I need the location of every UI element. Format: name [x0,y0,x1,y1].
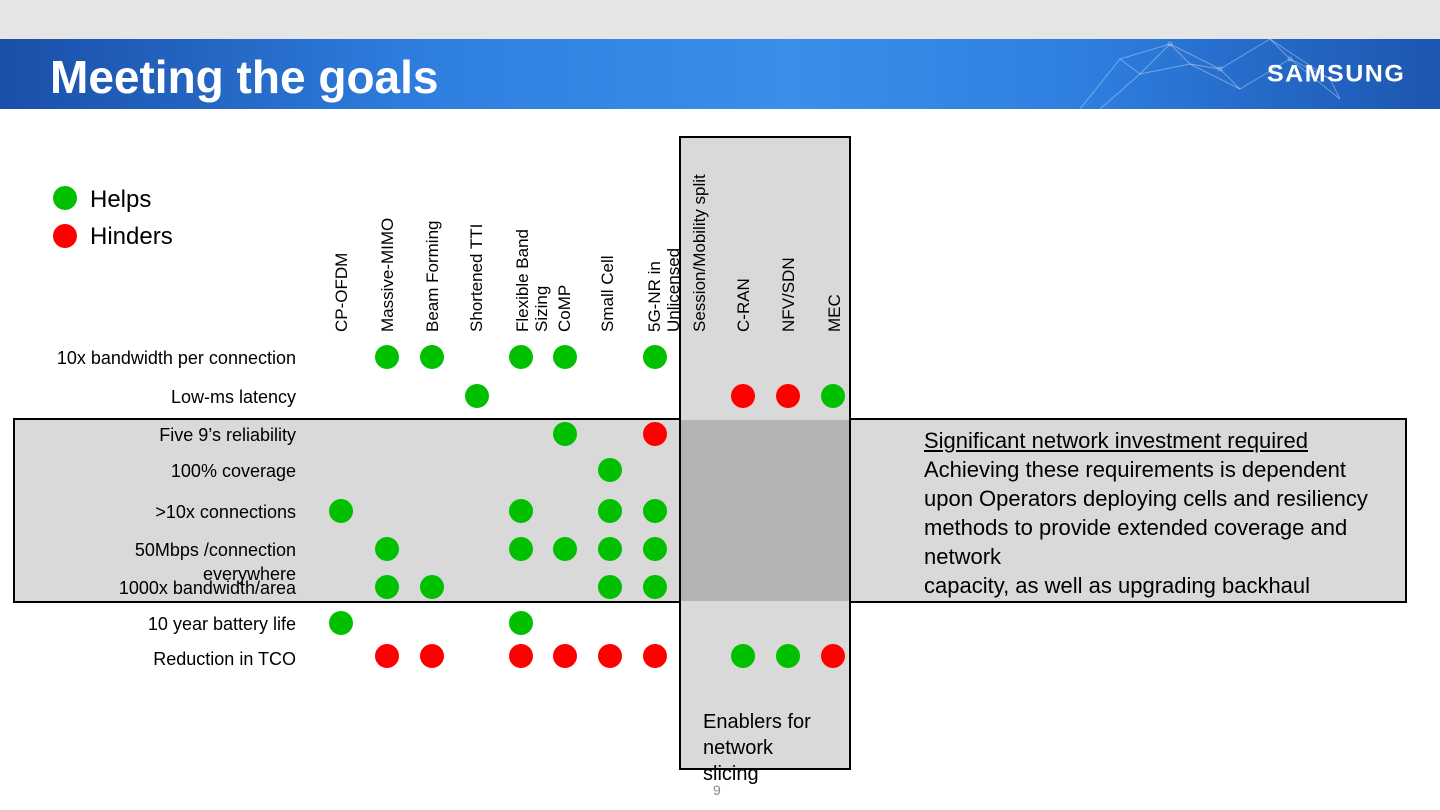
helps-dot-comp [553,422,577,446]
helps-dot-flexible-band-sizing [509,499,533,523]
helps-dot-5g-nr-unlicensed [643,575,667,599]
column-header-massive-mimo: Massive-MIMO [378,217,397,332]
helps-dot-flexible-band-sizing [509,537,533,561]
helps-legend-dot [53,186,77,210]
helps-dot-beam-forming [420,575,444,599]
row-label-bandwidth-per-connection: 10x bandwidth per connection [56,348,296,368]
page-number: 9 [713,782,721,798]
top-strip [0,0,1440,39]
hinders-dot-nfv-sdn [776,384,800,408]
helps-dot-comp [553,537,577,561]
band-overlap [681,420,849,601]
column-header-comp: CoMP [555,284,574,332]
helps-dot-small-cell [598,499,622,523]
helps-dot-5g-nr-unlicensed [643,537,667,561]
hinders-legend-dot [53,224,77,248]
helps-dot-cp-ofdm [329,611,353,635]
column-header-small-cell: Small Cell [598,255,617,332]
helps-dot-5g-nr-unlicensed [643,345,667,369]
hinders-dot-massive-mimo [375,644,399,668]
hinders-dot-mec [821,644,845,668]
column-header-line: Unlicensed [664,247,683,332]
enablers-note-line: network [703,737,774,759]
helps-dot-small-cell [598,575,622,599]
investment-note-line: Achieving these requirements is dependen… [924,457,1346,482]
row-label-tco: Reduction in TCO [153,649,296,669]
column-header-c-ran: C-RAN [734,278,753,332]
row-label-coverage: 100% coverage [170,461,296,481]
investment-note-heading: Significant network investment required [924,428,1308,453]
helps-dot-nfv-sdn [776,644,800,668]
column-header-flexible-band-sizing: Flexible Band Sizing [513,229,551,332]
hinders-dot-5g-nr-unlicensed [643,644,667,668]
column-header-session-mobility-split: Session/Mobility split [690,174,709,332]
enablers-note: Enablers for network slicing [703,709,843,787]
column-header-line: Sizing [532,285,551,332]
hinders-dot-comp [553,644,577,668]
helps-dot-beam-forming [420,345,444,369]
hinders-dot-beam-forming [420,644,444,668]
helps-dot-small-cell [598,537,622,561]
column-header-cp-ofdm: CP-OFDM [332,252,351,332]
helps-dot-massive-mimo [375,345,399,369]
column-header-shortened-tti: Shortened TTI [467,223,486,332]
enablers-note-line: slicing [703,763,759,785]
hinders-dot-flexible-band-sizing [509,644,533,668]
helps-dot-cp-ofdm [329,499,353,523]
hinders-dot-5g-nr-unlicensed [643,422,667,446]
helps-dot-massive-mimo [375,537,399,561]
column-header-beam-forming: Beam Forming [423,220,442,332]
column-header-line: 5G-NR in [645,261,664,332]
investment-note-line: capacity, as well as upgrading backhaul [924,573,1311,598]
helps-dot-5g-nr-unlicensed [643,499,667,523]
helps-dot-small-cell [598,458,622,482]
investment-note-line: methods to provide extended coverage and [924,515,1348,540]
network-mesh-graphic [1080,39,1340,109]
helps-dot-flexible-band-sizing [509,611,533,635]
row-label-50mbps: 50Mbps /connection everywhere [134,540,296,584]
row-label-connections: >10x connections [155,502,296,522]
investment-note: Significant network investment required … [924,426,1404,600]
enablers-note-line: Enablers for [703,711,811,733]
helps-dot-mec [821,384,845,408]
row-label-bandwidth-per-area: 1000x bandwidth/area [118,578,296,598]
helps-dot-shortened-tti [465,384,489,408]
helps-dot-massive-mimo [375,575,399,599]
row-label-battery-life: 10 year battery life [147,614,296,634]
hinders-legend-label: Hinders [90,223,173,250]
row-label-reliability: Five 9’s reliability [159,425,296,445]
slide-title: Meeting the goals [50,51,439,103]
column-header-line: Flexible Band [513,228,532,332]
helps-dot-c-ran [731,644,755,668]
hinders-dot-small-cell [598,644,622,668]
helps-legend-label: Helps [90,186,152,213]
samsung-logo: SAMSUNG [1267,60,1406,88]
investment-note-line: network [924,544,1002,569]
investment-note-line: upon Operators deploying cells and resil… [924,486,1368,511]
column-header-mec: MEC [825,294,844,332]
title-banner [0,39,1440,109]
column-header-5g-nr-unlicensed: 5G-NR in Unlicensed [645,248,683,332]
hinders-dot-c-ran [731,384,755,408]
row-label-latency: Low-ms latency [170,387,296,407]
helps-dot-comp [553,345,577,369]
helps-dot-flexible-band-sizing [509,345,533,369]
column-header-nfv-sdn: NFV/SDN [779,257,798,332]
